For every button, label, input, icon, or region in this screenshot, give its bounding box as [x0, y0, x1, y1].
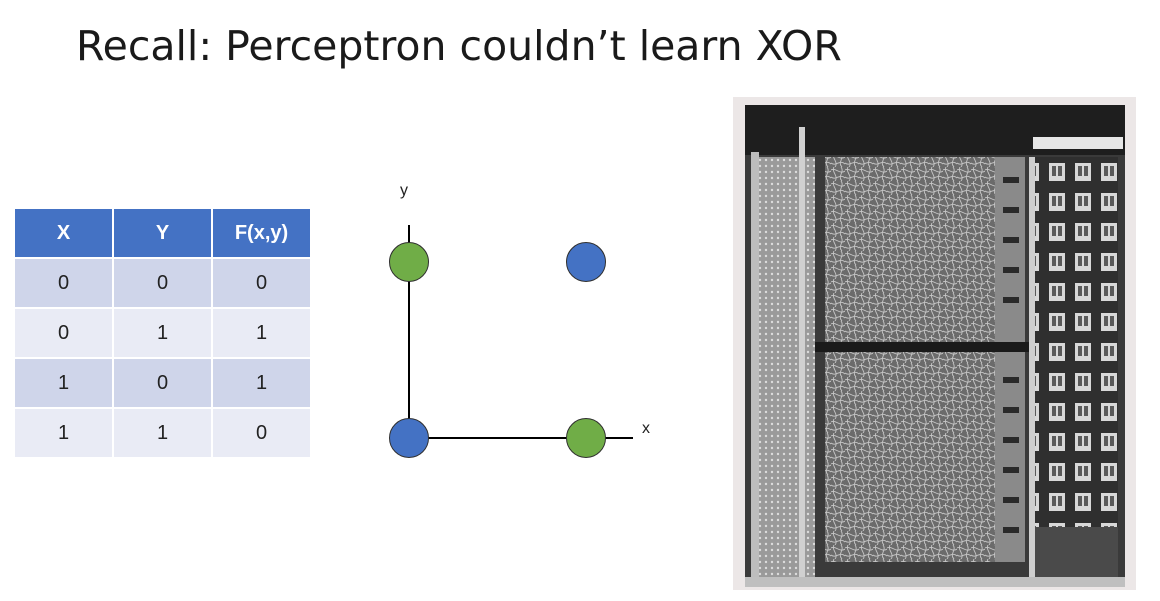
table-cell: 1: [211, 357, 312, 409]
table-cell: 0: [13, 257, 114, 309]
header-y: Y: [112, 207, 213, 259]
table-cell: 0: [112, 357, 213, 409]
table-cell: 1: [112, 407, 213, 459]
plot-point-0-0: [389, 418, 429, 458]
plot-point-0-1: [389, 242, 429, 282]
y-axis-label: y: [400, 182, 408, 199]
plot-point-1-1: [566, 242, 606, 282]
table-cell: 0: [211, 257, 312, 309]
table-row: 1 0 1: [13, 357, 312, 409]
x-axis-label: x: [642, 420, 650, 437]
table-row: 0 0 0: [13, 257, 312, 309]
plot-points: [389, 242, 606, 458]
xor-truth-table: X Y F(x,y) 0 0 0 0 1 1 1 0 1 1: [13, 207, 312, 459]
table-cell: 0: [211, 407, 312, 459]
table-cell: 0: [112, 257, 213, 309]
table-cell: 1: [211, 307, 312, 359]
perceptron-machine-image: [745, 105, 1125, 587]
table-row: 1 1 0: [13, 407, 312, 459]
plot-point-1-0: [566, 418, 606, 458]
table-header-row: X Y F(x,y): [13, 207, 312, 259]
table-cell: 0: [13, 307, 114, 359]
mark-i-perceptron-photo: [733, 97, 1136, 590]
table-cell: 1: [13, 407, 114, 459]
table-cell: 1: [13, 357, 114, 409]
table-row: 0 1 1: [13, 307, 312, 359]
header-x: X: [13, 207, 114, 259]
slide-title: Recall: Perceptron couldn’t learn XOR: [76, 22, 842, 70]
table-cell: 1: [112, 307, 213, 359]
header-fxy: F(x,y): [211, 207, 312, 259]
xor-plot: y x: [360, 170, 680, 470]
xor-plot-svg: y x: [389, 182, 650, 458]
